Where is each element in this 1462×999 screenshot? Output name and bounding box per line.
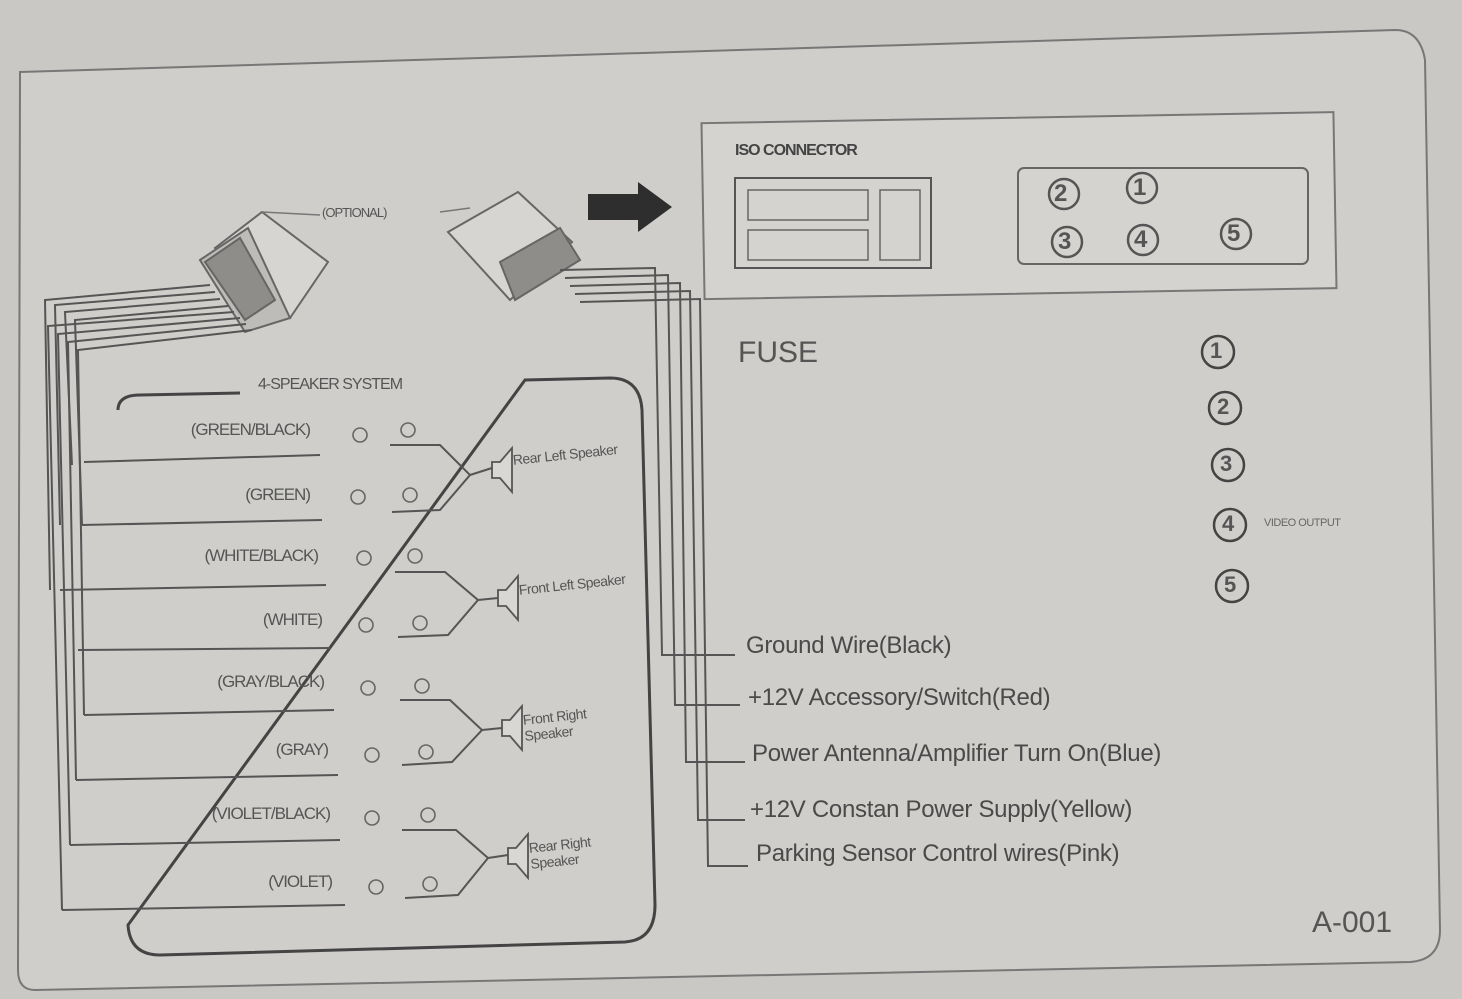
rca-jacks <box>1047 171 1253 259</box>
speaker-wires <box>390 444 509 899</box>
iso-connector-label: ISO CONNECTOR <box>735 142 858 159</box>
rca-pin-number: 2 <box>1054 180 1068 207</box>
wire-color-label: (VIOLET/BLACK) <box>211 804 331 823</box>
wire-color-label: (WHITE) <box>262 610 323 629</box>
function-label: +12V Accessory/Switch(Red) <box>748 684 1051 711</box>
function-label: Ground Wire(Black) <box>746 632 952 659</box>
legend-text: VIDEO OUTPUT <box>1264 517 1341 529</box>
wire-color-label: (GRAY/BLACK) <box>217 672 325 691</box>
rca-pin-number: 3 <box>1058 228 1072 255</box>
diagram-code: A-001 <box>1312 906 1393 939</box>
rca-pin-number: 5 <box>1227 220 1241 247</box>
function-label: +12V Constan Power Supply(Yellow) <box>750 796 1133 823</box>
optional-link <box>261 207 471 216</box>
optional-label: (OPTIONAL) <box>322 205 387 220</box>
rca-panel <box>1017 167 1309 265</box>
legend-number: 4 <box>1222 511 1235 536</box>
wire-row-lines <box>59 454 346 911</box>
function-label: Parking Sensor Control wires(Pink) <box>756 840 1120 867</box>
legend-number: 2 <box>1217 394 1230 419</box>
left-wires <box>43 284 253 911</box>
wire-color-label: (GREEN/BLACK) <box>190 420 311 439</box>
terminals <box>350 422 438 895</box>
legend-circles <box>1200 334 1250 604</box>
legend-number: 5 <box>1224 572 1237 597</box>
speaker-box <box>116 376 657 957</box>
right-connector <box>446 190 582 302</box>
fuse-label: FUSE <box>738 336 819 369</box>
wire-color-label: (GREEN) <box>245 485 311 504</box>
legend-number: 1 <box>1210 338 1223 363</box>
right-wires <box>559 266 748 867</box>
rca-pin-number: 4 <box>1134 226 1148 253</box>
left-connector <box>198 210 330 334</box>
iso-plug <box>734 177 932 269</box>
wire-color-label: (VIOLET) <box>268 872 333 891</box>
arrow-icon <box>588 182 672 232</box>
legend-number: 3 <box>1220 451 1233 476</box>
wire-color-label: (WHITE/BLACK) <box>204 546 319 565</box>
speaker-icon <box>491 445 529 881</box>
function-label: Power Antenna/Amplifier Turn On(Blue) <box>752 740 1162 767</box>
system-title: 4-SPEAKER SYSTEM <box>258 376 403 393</box>
wire-color-label: (GRAY) <box>275 740 329 759</box>
rca-pin-number: 1 <box>1133 174 1147 201</box>
